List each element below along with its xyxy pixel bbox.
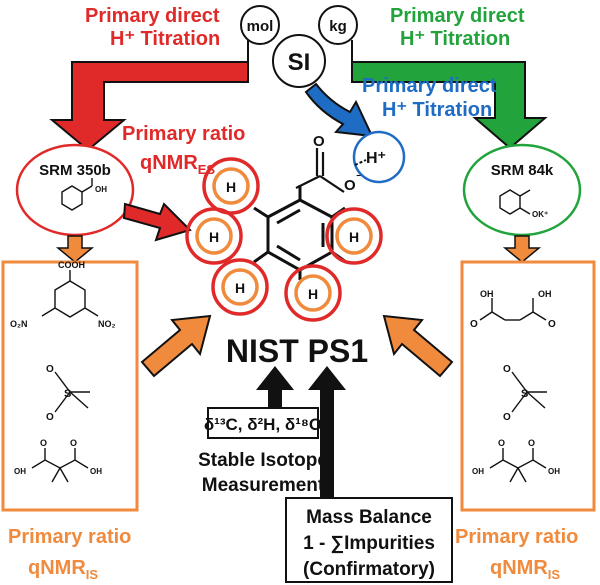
nist-ps1-title: NIST PS1 [226, 333, 368, 369]
isotope-up-arrow [256, 366, 294, 408]
dmso2-left-s: S [64, 388, 71, 400]
green-titration-label-2: H⁺ Titration [400, 28, 510, 50]
right-primary-ratio-label-2: qNMRIS [490, 557, 560, 582]
proton-circle [352, 130, 406, 184]
right-internal-standards-box [460, 260, 596, 512]
left-primary-ratio-label-2: qNMRIS [28, 557, 98, 582]
right-orange-arrow [382, 314, 454, 378]
green-titration-label-1: Primary direct [390, 5, 525, 27]
dimethylmalonic-right-structure [489, 448, 547, 483]
blue-titration-arrow [304, 82, 374, 138]
cooh-label: COOH [58, 260, 85, 270]
h-label-top-left: H [226, 179, 236, 195]
maleic-o2: O [548, 319, 556, 330]
dmma-left-oh1: OH [14, 467, 26, 476]
srm-84k-ellipse [462, 143, 582, 237]
mass-balance-label-1: Mass Balance [306, 507, 432, 528]
primary-ratio-es-label-2: qNMRES [140, 152, 215, 177]
dmma-left-o1: O [40, 438, 47, 448]
dinitrobenzoic-structure [41, 270, 99, 318]
isotope-label-1: Stable Isotope [198, 450, 328, 471]
h-label-right: H [349, 229, 359, 245]
dmso2-right-o1: O [503, 364, 511, 375]
mass-balance-label-2: 1 - ∑Impurities [303, 533, 435, 554]
left-down-arrow [55, 235, 95, 263]
maleic-acid-structure [479, 298, 547, 321]
h-label-bottom-right: H [308, 286, 318, 302]
isotope-label-2: Measurement [202, 475, 325, 496]
maleic-o1: O [470, 319, 478, 330]
h-atom-bottom-left [211, 258, 269, 316]
left-internal-standards-box [1, 260, 139, 512]
si-mol-circle [240, 5, 280, 45]
maleic-oh2: OH [538, 289, 552, 299]
dmso2-left-structure [54, 371, 90, 413]
right-down-arrow [502, 235, 542, 263]
carboxyl-o-right: O [344, 177, 356, 194]
primary-ratio-es-label-1: Primary ratio [122, 123, 245, 145]
khp-ok-label: OK⁺ [532, 210, 548, 219]
isotope-box [207, 407, 319, 439]
blue-titration-label-1: Primary direct [362, 75, 497, 97]
dmma-right-o2: O [528, 438, 535, 448]
left-orange-arrow [140, 314, 212, 378]
dmma-right-oh2: OH [548, 467, 560, 476]
left-primary-ratio-label-1: Primary ratio [8, 526, 131, 548]
right-primary-ratio-label-1: Primary ratio [455, 526, 578, 548]
no2-right-label: NO₂ [98, 319, 116, 329]
h-atom-right [325, 207, 383, 265]
dmso2-right-structure [511, 371, 547, 413]
red-titration-label-1: Primary direct [85, 5, 220, 27]
proton-dash [354, 159, 367, 166]
proton-label: H⁺ [366, 150, 386, 167]
red-ratio-arrow [122, 202, 192, 242]
maleic-oh1: OH [480, 289, 494, 299]
isotope-box-label: δ¹³C, δ²H, δ¹⁸O [204, 415, 322, 434]
dmso2-right-s: S [521, 388, 528, 400]
no2-left-label: O₂N [10, 319, 28, 329]
dmso2-left-o2: O [46, 412, 54, 423]
h-label-bottom-left: H [235, 280, 245, 296]
carboxyl-minus: ⁻ [356, 170, 363, 185]
blue-titration-label-2: H⁺ Titration [382, 99, 492, 121]
srm-350b-ellipse [15, 143, 135, 237]
mass-balance-up-arrow [308, 366, 346, 498]
mass-balance-box [285, 497, 453, 583]
srm-84k-label: SRM 84k [491, 162, 554, 179]
red-titration-label-2: H⁺ Titration [110, 28, 220, 50]
si-kg-label: kg [329, 18, 347, 35]
dmso2-right-o2: O [503, 412, 511, 423]
si-circle [272, 34, 326, 88]
dmma-right-o1: O [498, 438, 505, 448]
h-atom-left [185, 207, 243, 265]
si-mol-label: mol [247, 18, 274, 35]
carboxyl-o-top: O [313, 133, 325, 150]
dmma-left-o2: O [70, 438, 77, 448]
benzoic-acid-structure [61, 178, 93, 211]
khp-structure [499, 189, 531, 215]
dimethylmalonic-left-structure [31, 448, 89, 483]
si-label: SI [288, 49, 311, 76]
si-kg-circle [318, 5, 358, 45]
h-atom-bottom-right [284, 264, 342, 322]
h-label-left: H [209, 229, 219, 245]
benzoic-oh-label: OH [95, 185, 107, 194]
mass-balance-label-3: (Confirmatory) [303, 559, 435, 580]
dmma-left-oh2: OH [90, 467, 102, 476]
central-molecule [253, 148, 347, 280]
dmso2-left-o1: O [46, 364, 54, 375]
dmma-right-oh1: OH [472, 467, 484, 476]
srm-350b-label: SRM 350b [39, 162, 111, 179]
